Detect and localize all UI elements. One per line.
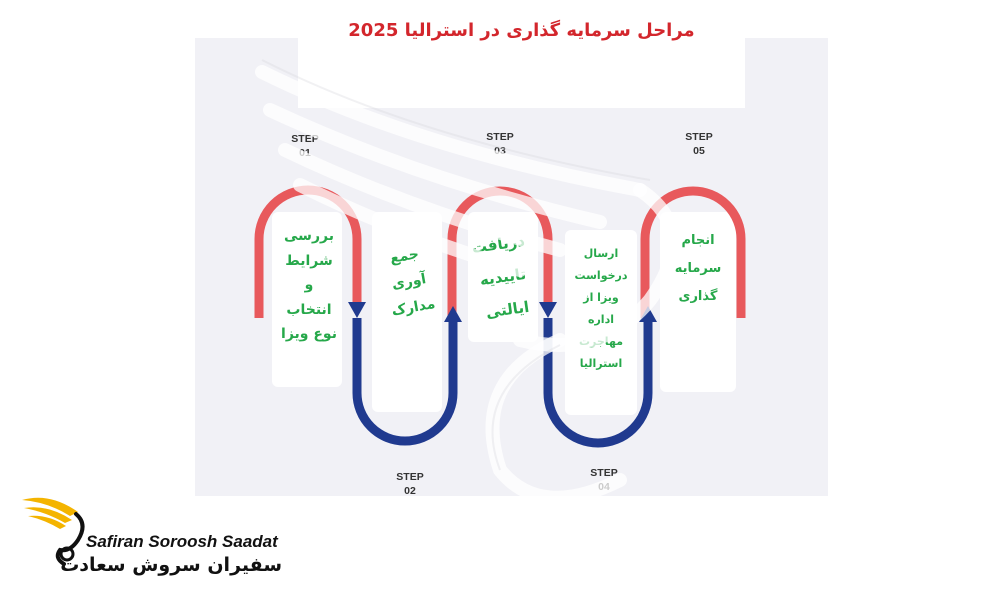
arrowhead-down-1 <box>348 302 366 318</box>
arrowhead-up-2 <box>444 306 462 322</box>
diagram-title: مراحل سرمایه گذاری در استرالیا 2025 <box>348 20 695 41</box>
winged-bird-logo-icon <box>22 497 85 566</box>
brand-name-english: Safiran Soroosh Saadat <box>86 532 278 551</box>
lower-arc-2 <box>352 318 458 446</box>
brand-name-persian: سفیران سروش سعادت <box>60 554 282 576</box>
